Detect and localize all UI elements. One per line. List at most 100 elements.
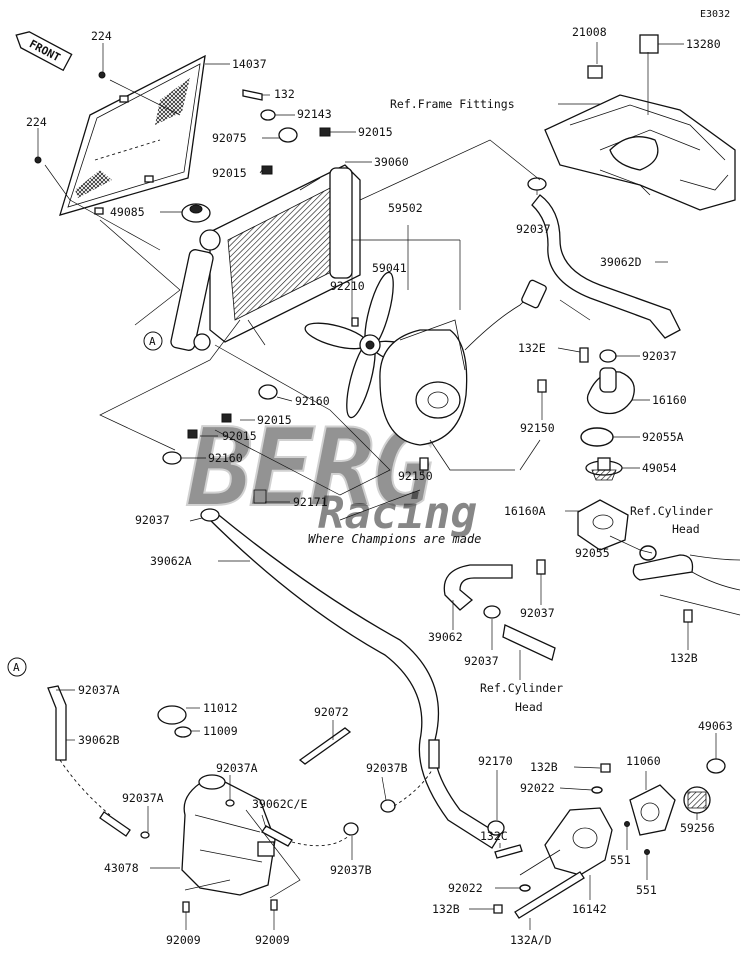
cylinder-outlet-fitting bbox=[632, 554, 694, 581]
impeller-59256 bbox=[683, 786, 711, 814]
label-92037b-upper: 92037B bbox=[366, 761, 408, 775]
label-59256: 59256 bbox=[680, 821, 715, 835]
watermark-sub: Racing bbox=[318, 488, 477, 539]
clip-92015-lower-a bbox=[221, 413, 232, 423]
label-14037: 14037 bbox=[232, 57, 267, 71]
circle-a-lower-label: A bbox=[13, 661, 20, 674]
bolt-92009-right bbox=[270, 899, 278, 911]
seal-49063 bbox=[706, 758, 726, 774]
hose-39062b-end bbox=[99, 811, 131, 837]
clip-92015-top bbox=[319, 127, 331, 137]
label-132e: 132E bbox=[518, 341, 546, 355]
label-92009-right: 92009 bbox=[255, 933, 290, 947]
label-132c: 132C bbox=[480, 829, 508, 843]
clamp-92037-middle bbox=[483, 605, 501, 619]
label-551-lower: 551 bbox=[636, 883, 657, 897]
label-92143: 92143 bbox=[297, 107, 332, 121]
hose-39062b bbox=[47, 685, 67, 761]
label-49085: 49085 bbox=[110, 205, 145, 219]
o-ring-92022-lower bbox=[519, 884, 531, 892]
hose-39062 bbox=[443, 564, 513, 611]
label-92055a: 92055A bbox=[642, 430, 684, 444]
label-16160a: 16160A bbox=[504, 504, 546, 518]
label-132ad: 132A/D bbox=[510, 933, 552, 947]
bolt-132b-pump bbox=[600, 763, 611, 773]
hose-39062a bbox=[203, 511, 501, 849]
label-224-top: 224 bbox=[91, 29, 112, 43]
label-92022-upper: 92022 bbox=[520, 781, 555, 795]
label-11012: 11012 bbox=[203, 701, 238, 715]
diagram-code: E3032 bbox=[700, 9, 730, 20]
label-92022-lower: 92022 bbox=[448, 881, 483, 895]
radiator-screen bbox=[59, 54, 206, 216]
tank-cap-11012 bbox=[157, 705, 187, 725]
part-labels: 224 224 14037 132 92143 92075 92015 9201… bbox=[26, 25, 733, 947]
label-92009-left: 92009 bbox=[166, 933, 201, 947]
front-arrow: FRONT bbox=[15, 31, 73, 72]
cylinder-inlet-pipe bbox=[502, 624, 556, 661]
bolt-132b-lower bbox=[493, 904, 503, 914]
label-ref-cylinder-1-head: Head bbox=[672, 522, 700, 536]
clip-21008 bbox=[587, 65, 603, 79]
clip-92015-lower-b bbox=[187, 429, 198, 439]
label-39062ce: 39062C/E bbox=[252, 797, 307, 811]
gasket-11009 bbox=[174, 726, 192, 738]
label-92037b-lower: 92037B bbox=[330, 863, 372, 877]
watermark-tagline: Where Champions are made bbox=[308, 532, 481, 546]
label-92015-lower-b: 92015 bbox=[222, 429, 257, 443]
label-132b-upper: 132B bbox=[670, 651, 698, 665]
bolt-92150-lower bbox=[419, 457, 429, 471]
o-ring-92055a bbox=[580, 427, 614, 447]
label-92150-lower: 92150 bbox=[398, 469, 433, 483]
label-132b-pump: 132B bbox=[530, 760, 558, 774]
hose-39062d bbox=[531, 194, 681, 339]
label-132: 132 bbox=[274, 87, 295, 101]
label-49063: 49063 bbox=[698, 719, 733, 733]
label-39062a: 39062A bbox=[150, 554, 192, 568]
bolt-132ad bbox=[514, 871, 585, 919]
grommet-92160-lower bbox=[162, 451, 182, 465]
clip-92171 bbox=[253, 489, 267, 504]
thermostat-outlet bbox=[599, 367, 617, 393]
label-49054: 49054 bbox=[642, 461, 677, 475]
thermostat-49054 bbox=[585, 457, 623, 481]
bolt-92150-right bbox=[537, 379, 547, 393]
label-16160: 16160 bbox=[652, 393, 687, 407]
grommet-92143 bbox=[260, 109, 276, 121]
label-92055: 92055 bbox=[575, 546, 610, 560]
circle-a-lower: A bbox=[7, 657, 27, 677]
label-92037-left: 92037 bbox=[135, 513, 170, 527]
clip-92037a-tank bbox=[225, 799, 235, 807]
clamp-92037-left bbox=[200, 508, 220, 522]
label-13280: 13280 bbox=[686, 37, 721, 51]
fan-assembly bbox=[304, 271, 547, 471]
bolt-92009-left bbox=[182, 901, 190, 913]
label-92150-right: 92150 bbox=[520, 421, 555, 435]
assembly-guide-lines bbox=[44, 79, 591, 899]
label-39062: 39062 bbox=[428, 630, 463, 644]
label-16142: 16142 bbox=[572, 902, 607, 916]
bolt-132b-upper bbox=[683, 609, 693, 623]
circle-a-upper-label: A bbox=[149, 335, 156, 348]
label-92015-lower-a: 92015 bbox=[257, 413, 292, 427]
label-ref-cylinder-2-head: Head bbox=[515, 700, 543, 714]
label-92037a-tank: 92037A bbox=[216, 761, 258, 775]
water-pump-body-16142 bbox=[519, 807, 613, 876]
circle-a-upper: A bbox=[143, 331, 163, 351]
clip-92015-left bbox=[261, 165, 273, 175]
bolt-224-top bbox=[98, 71, 106, 79]
clamp-92037-mid-upper bbox=[536, 559, 546, 575]
label-92075: 92075 bbox=[212, 131, 247, 145]
label-21008: 21008 bbox=[572, 25, 607, 39]
clamp-92170 bbox=[487, 820, 505, 836]
label-ref-frame: Ref.Frame Fittings bbox=[390, 97, 515, 111]
label-92160-upper: 92160 bbox=[295, 394, 330, 408]
reservoir-cap-13280 bbox=[639, 34, 659, 54]
label-92171: 92171 bbox=[293, 495, 328, 509]
leader-lines bbox=[37, 42, 717, 930]
clamp-92037-right bbox=[599, 349, 617, 363]
label-59041: 59041 bbox=[372, 261, 407, 275]
clamp-92037-top bbox=[527, 177, 547, 191]
label-92160-lower: 92160 bbox=[208, 451, 243, 465]
clamp-92037b-lower bbox=[343, 822, 359, 836]
